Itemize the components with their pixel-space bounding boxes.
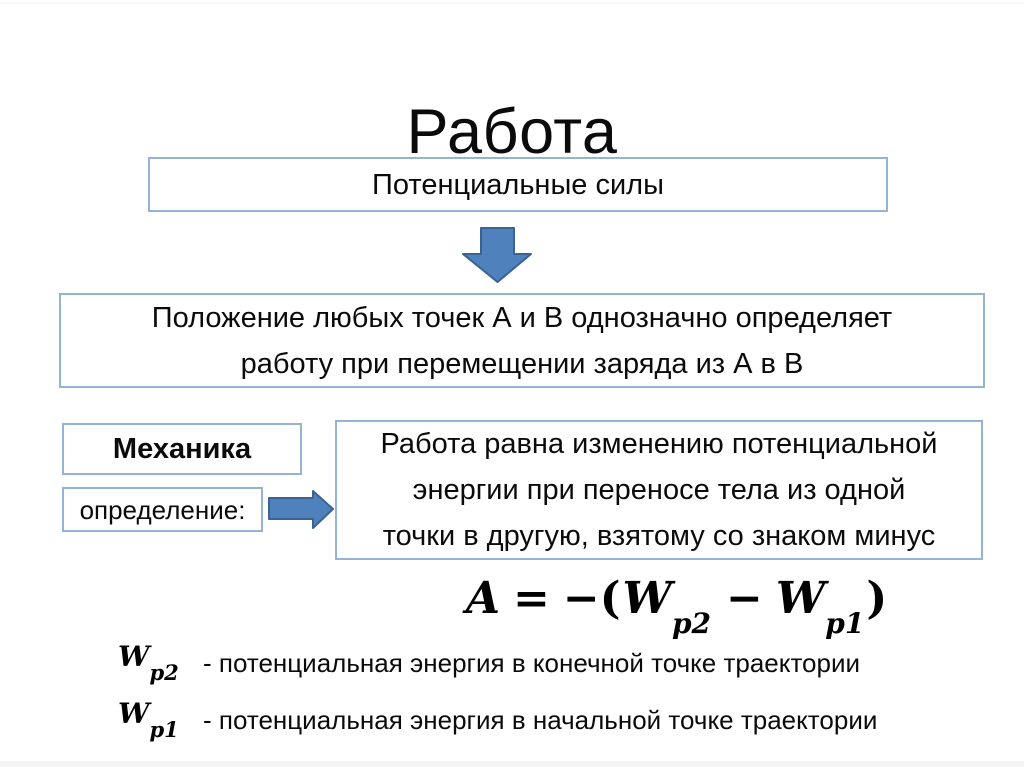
potential-forces-box: Потенциальные силы [148, 157, 888, 212]
right-arrow-icon [268, 490, 335, 534]
statement-text: Положение любых точек А и В однозначно о… [151, 301, 893, 380]
definition-label-box: определение: [62, 487, 263, 532]
formula-open: −( [562, 573, 621, 624]
formula: A=−(Wp2−Wp1) [445, 570, 910, 637]
statement-box: Положение любых точек А и В однозначно о… [59, 293, 985, 388]
legend-row-wp1: Wp1 - потенциальная энергия в начальной … [118, 697, 878, 742]
definition-text-box: Работа равна изменению потенциальной эне… [335, 420, 983, 560]
potential-forces-label: Потенциальные силы [372, 168, 664, 201]
formula-lhs: A [465, 573, 500, 624]
formula-equals: = [512, 573, 550, 624]
bottom-strip [0, 761, 1024, 767]
formula-sub1: p2 [671, 606, 711, 640]
down-arrow-icon [461, 227, 533, 289]
formula-close: ) [866, 573, 888, 624]
wp1-description: - потенциальная энергия в начальной точк… [203, 705, 878, 735]
formula-w1: W [622, 573, 672, 624]
mechanics-label: Механика [112, 433, 252, 465]
wp2-symbol: Wp2 [118, 640, 179, 685]
top-hairline [0, 2, 1024, 4]
wp1-symbol: Wp1 [118, 697, 179, 742]
mechanics-box: Механика [62, 423, 302, 475]
definition-label: определение: [79, 494, 246, 525]
formula-sub2: p1 [825, 606, 865, 640]
page-title: Работа [406, 97, 618, 168]
formula-minus: − [726, 573, 763, 624]
definition-text: Работа равна изменению потенциальной эне… [380, 428, 938, 552]
formula-w2: W [775, 573, 826, 624]
legend-row-wp2: Wp2 - потенциальная энергия в конечной т… [118, 640, 861, 685]
wp2-description: - потенциальная энергия в конечной точке… [203, 648, 861, 678]
